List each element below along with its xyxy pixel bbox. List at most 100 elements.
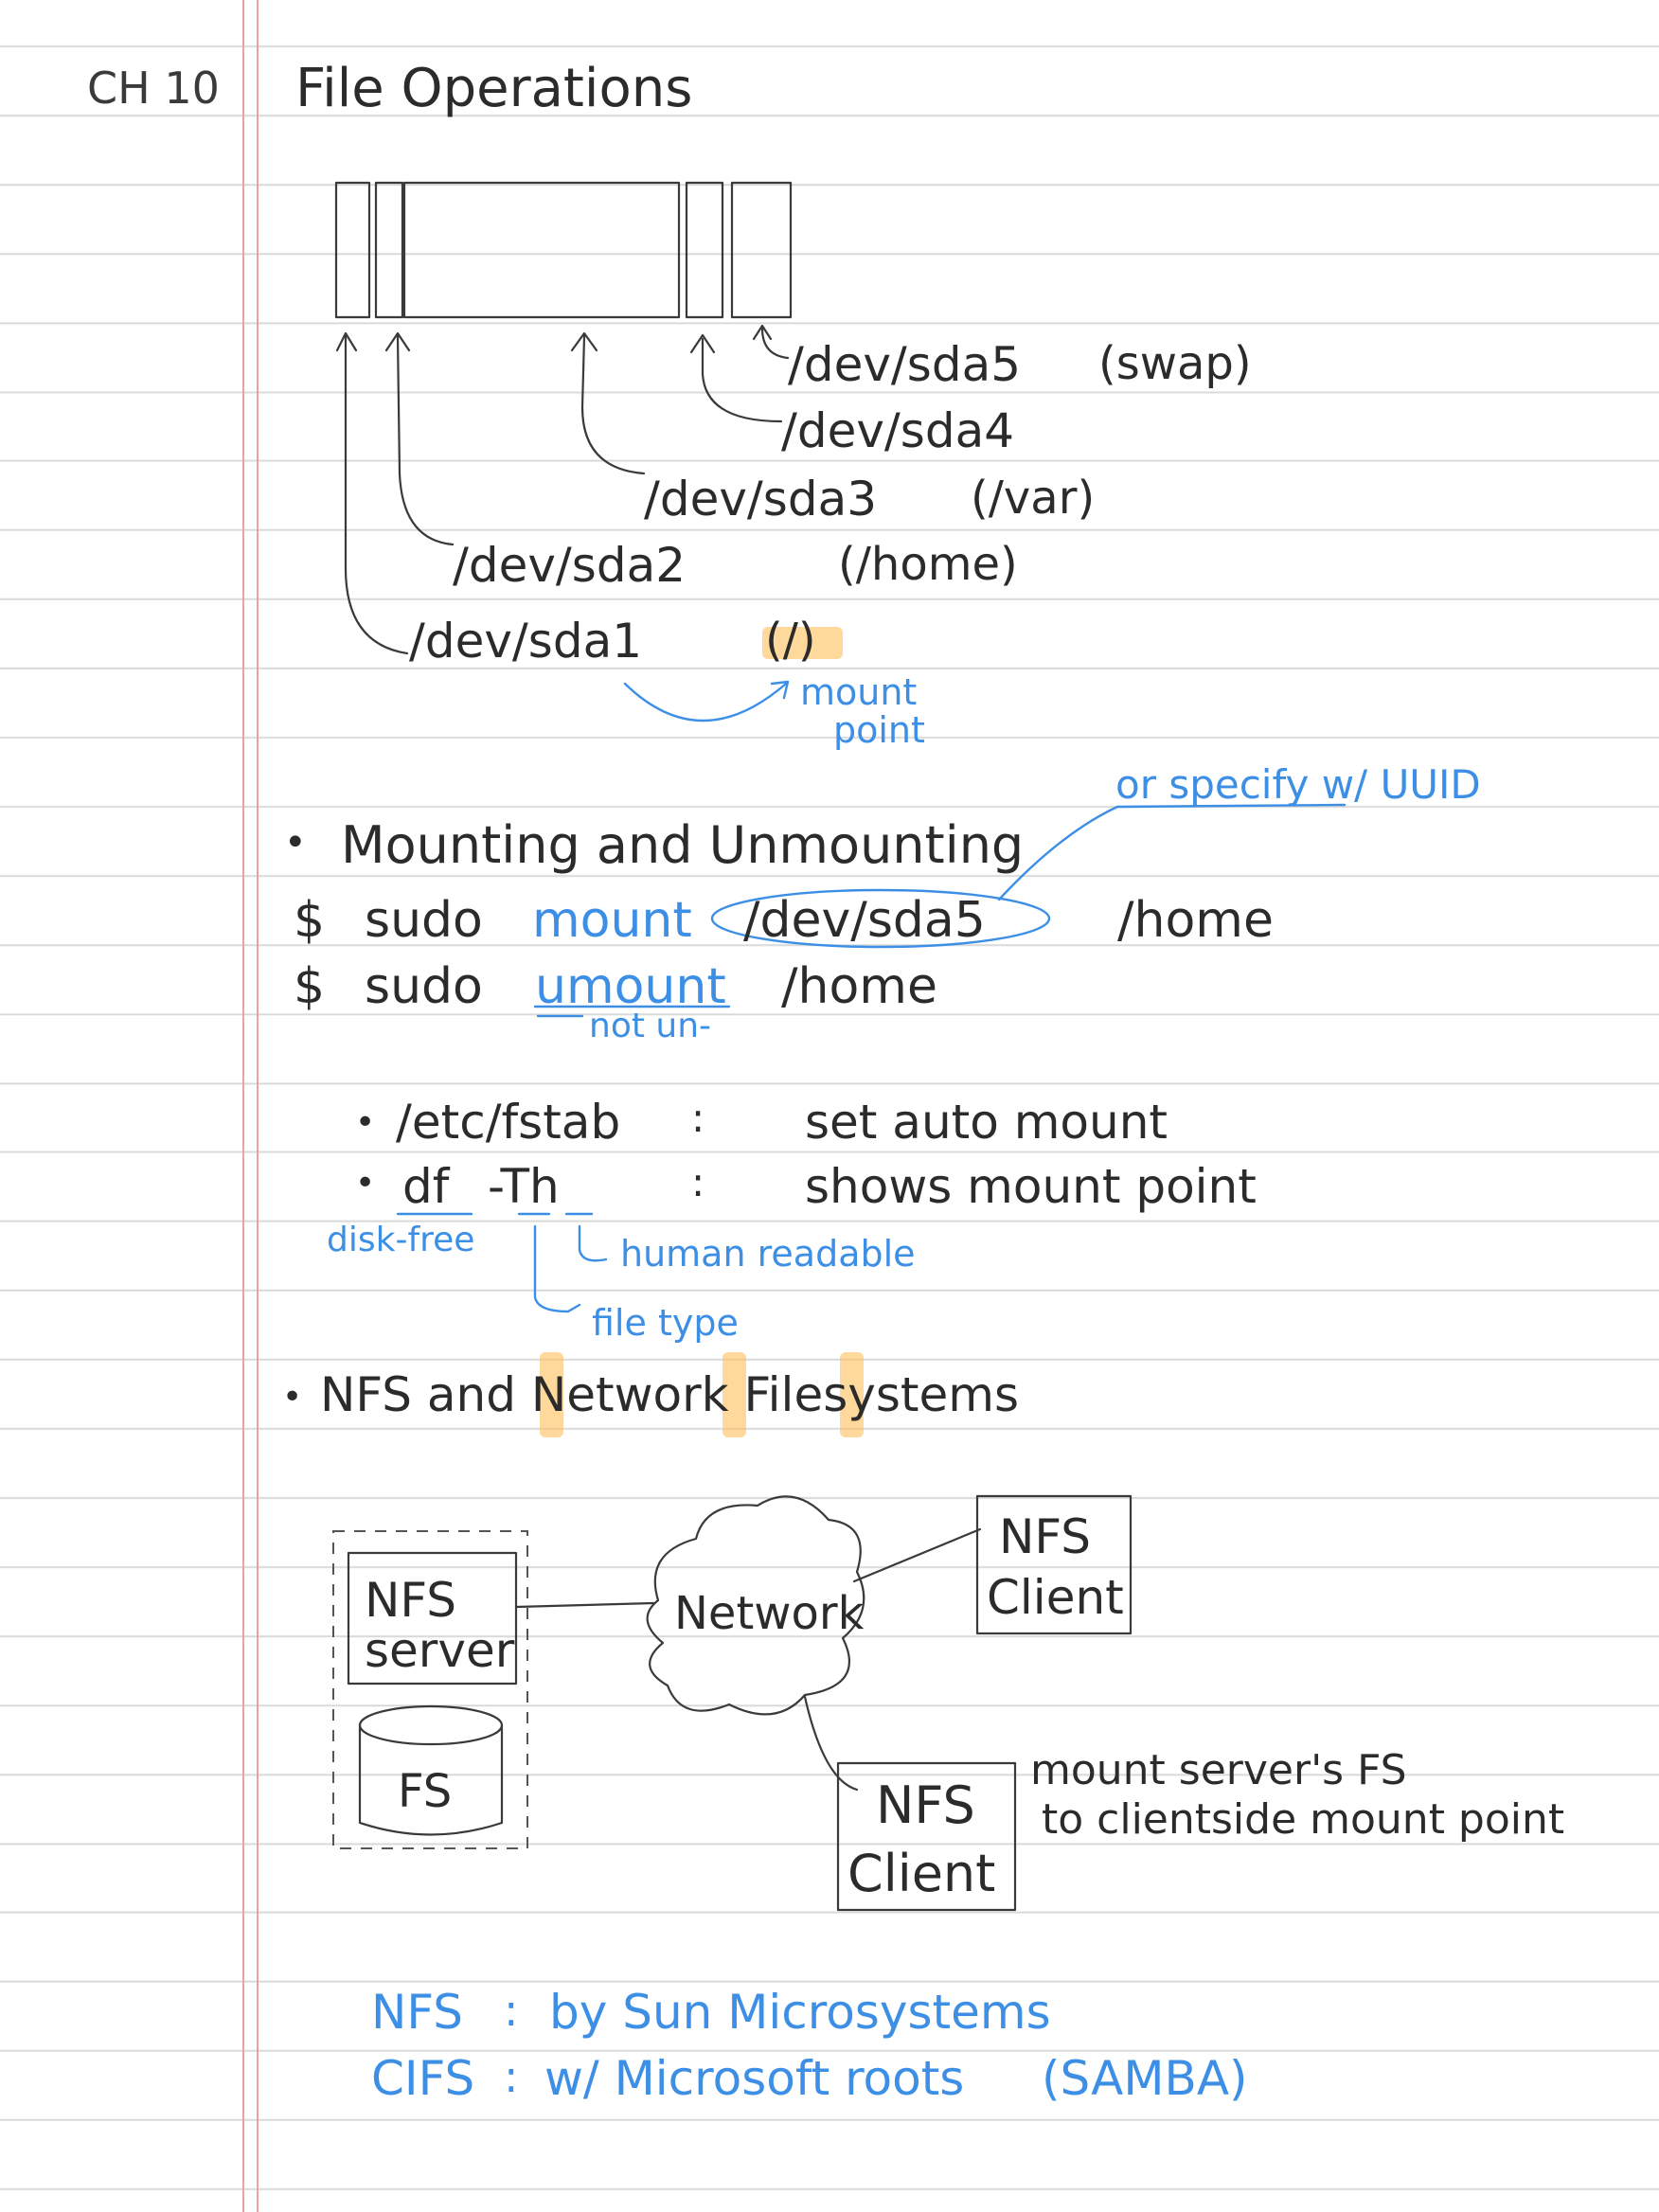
root-highlight [762,627,843,659]
fs-cylinder-top [358,1704,504,1746]
sda1-label: /dev/sda1 [409,614,643,669]
n-highlight [540,1352,563,1437]
df-separator: : [691,1159,705,1205]
cmd2-sudo: sudo [365,958,483,1015]
uuid-note: or specify w/ UUID [1115,761,1481,808]
sda2-note: (/home) [838,538,1018,591]
chapter-label: CH 10 [87,62,220,114]
fs-cylinder-body [358,1723,504,1836]
mount-point-arrow [623,682,788,722]
origin1-separator: : [504,1985,519,2036]
mount-point-note-line2: point [833,709,925,751]
sda5-note: (swap) [1098,337,1252,390]
df-description: shows mount point [805,1159,1257,1214]
server-network-link [514,1601,655,1609]
network-client2-link [803,1695,859,1792]
nfs-client2-box [836,1761,1017,1912]
arrow-sda5 [760,327,790,360]
sda5-label: /dev/sda5 [788,337,1022,392]
umount-note: not un- [589,1007,712,1045]
client2-line2: Client [847,1844,996,1903]
mount-point-arrowhead [770,680,790,700]
cmd2-target: /home [781,958,937,1015]
partition-strip [334,181,793,319]
partition-arrows [335,324,790,655]
mount-point-note-line1: mount [800,671,918,713]
arrowhead-sda4 [689,333,716,354]
df-bullet: • [355,1164,376,1203]
sda3-label: /dev/sda3 [644,472,878,526]
origin2-extra: (SAMBA) [1042,2051,1248,2106]
network-cloud [646,1495,865,1716]
arrow-sda2 [396,334,455,546]
fstab-separator: : [691,1095,705,1141]
arrow-sda3 [580,334,646,475]
df-command: df [402,1159,450,1214]
nfs-server-line1: NFS [365,1573,457,1628]
nfs-bullet: • [282,1378,303,1417]
client1-line2: Client [987,1570,1124,1625]
df-flags: -Th [488,1159,560,1214]
cmd2-prompt: $ [294,958,326,1015]
origin2-description: w/ Microsoft roots [544,2051,965,2106]
f-highlight [722,1352,746,1437]
cmd2-umount: umount [535,958,726,1015]
fstab-path: /etc/fstab [396,1095,621,1150]
s-highlight [840,1352,864,1437]
mounting-heading: Mounting and Unmounting [341,815,1025,875]
sda2-label: /dev/sda2 [453,538,687,593]
nfs-server-line2: server [365,1623,515,1678]
page-title: File Operations [295,58,693,119]
client2-line1: NFS [876,1775,975,1835]
cmd1-target: /home [1117,892,1274,949]
origin1-name: NFS [371,1985,464,2040]
cmd1-prompt: $ [294,892,326,949]
network-label: Network [674,1587,865,1640]
partition-sda4-box [685,181,724,319]
sda1-note: (/) [765,614,816,667]
partition-sda1-box [334,181,371,319]
cmd1-sudo: sudo [365,892,483,949]
arrow-sda4 [701,337,783,423]
fstab-bullet: • [355,1103,376,1142]
partition-sda3-box [402,181,681,319]
arrowhead-sda1 [335,331,358,352]
mount-note-line2: to clientside mount point [1042,1795,1565,1844]
origin2-separator: : [504,2051,519,2102]
arrowhead-sda3 [570,331,598,352]
human-readable-note: human readable [620,1233,916,1275]
server-group-dashed-box [332,1530,528,1849]
mounting-bullet: • [284,821,307,865]
arrowhead-sda2 [384,331,411,352]
cmd1-device: /dev/sda5 [743,892,986,949]
fstab-description: set auto mount [805,1095,1168,1150]
mount-note-line1: mount server's FS [1030,1746,1407,1794]
partition-sda2-box [374,181,404,319]
nfs-server-box [347,1551,518,1686]
disk-free-note: disk-free [327,1221,475,1259]
arrow-sda1 [344,334,409,655]
file-type-note: file type [592,1302,739,1344]
fs-label: FS [398,1765,453,1818]
sda4-label: /dev/sda4 [781,403,1015,458]
uuid-leader-line [997,803,1347,901]
network-client1-link [852,1527,982,1583]
file-type-branch [533,1224,581,1313]
arrowhead-sda5 [752,324,773,341]
origin1-description: by Sun Microsystems [549,1985,1051,2040]
cmd1-mount: mount [532,892,692,949]
origin2-name: CIFS [371,2051,475,2106]
nfs-diagram [332,1494,1133,1912]
client1-line1: NFS [999,1509,1092,1564]
margin-line-left [242,0,244,2212]
margin-line-right [257,0,259,2212]
nfs-client1-box [975,1494,1133,1635]
device-ellipse [710,888,1051,949]
partition-sda5-box [730,181,793,319]
nfs-heading: NFS and Network Filesystems [320,1367,1020,1422]
sda3-note: (/var) [971,472,1096,525]
human-readable-branch [578,1224,608,1262]
